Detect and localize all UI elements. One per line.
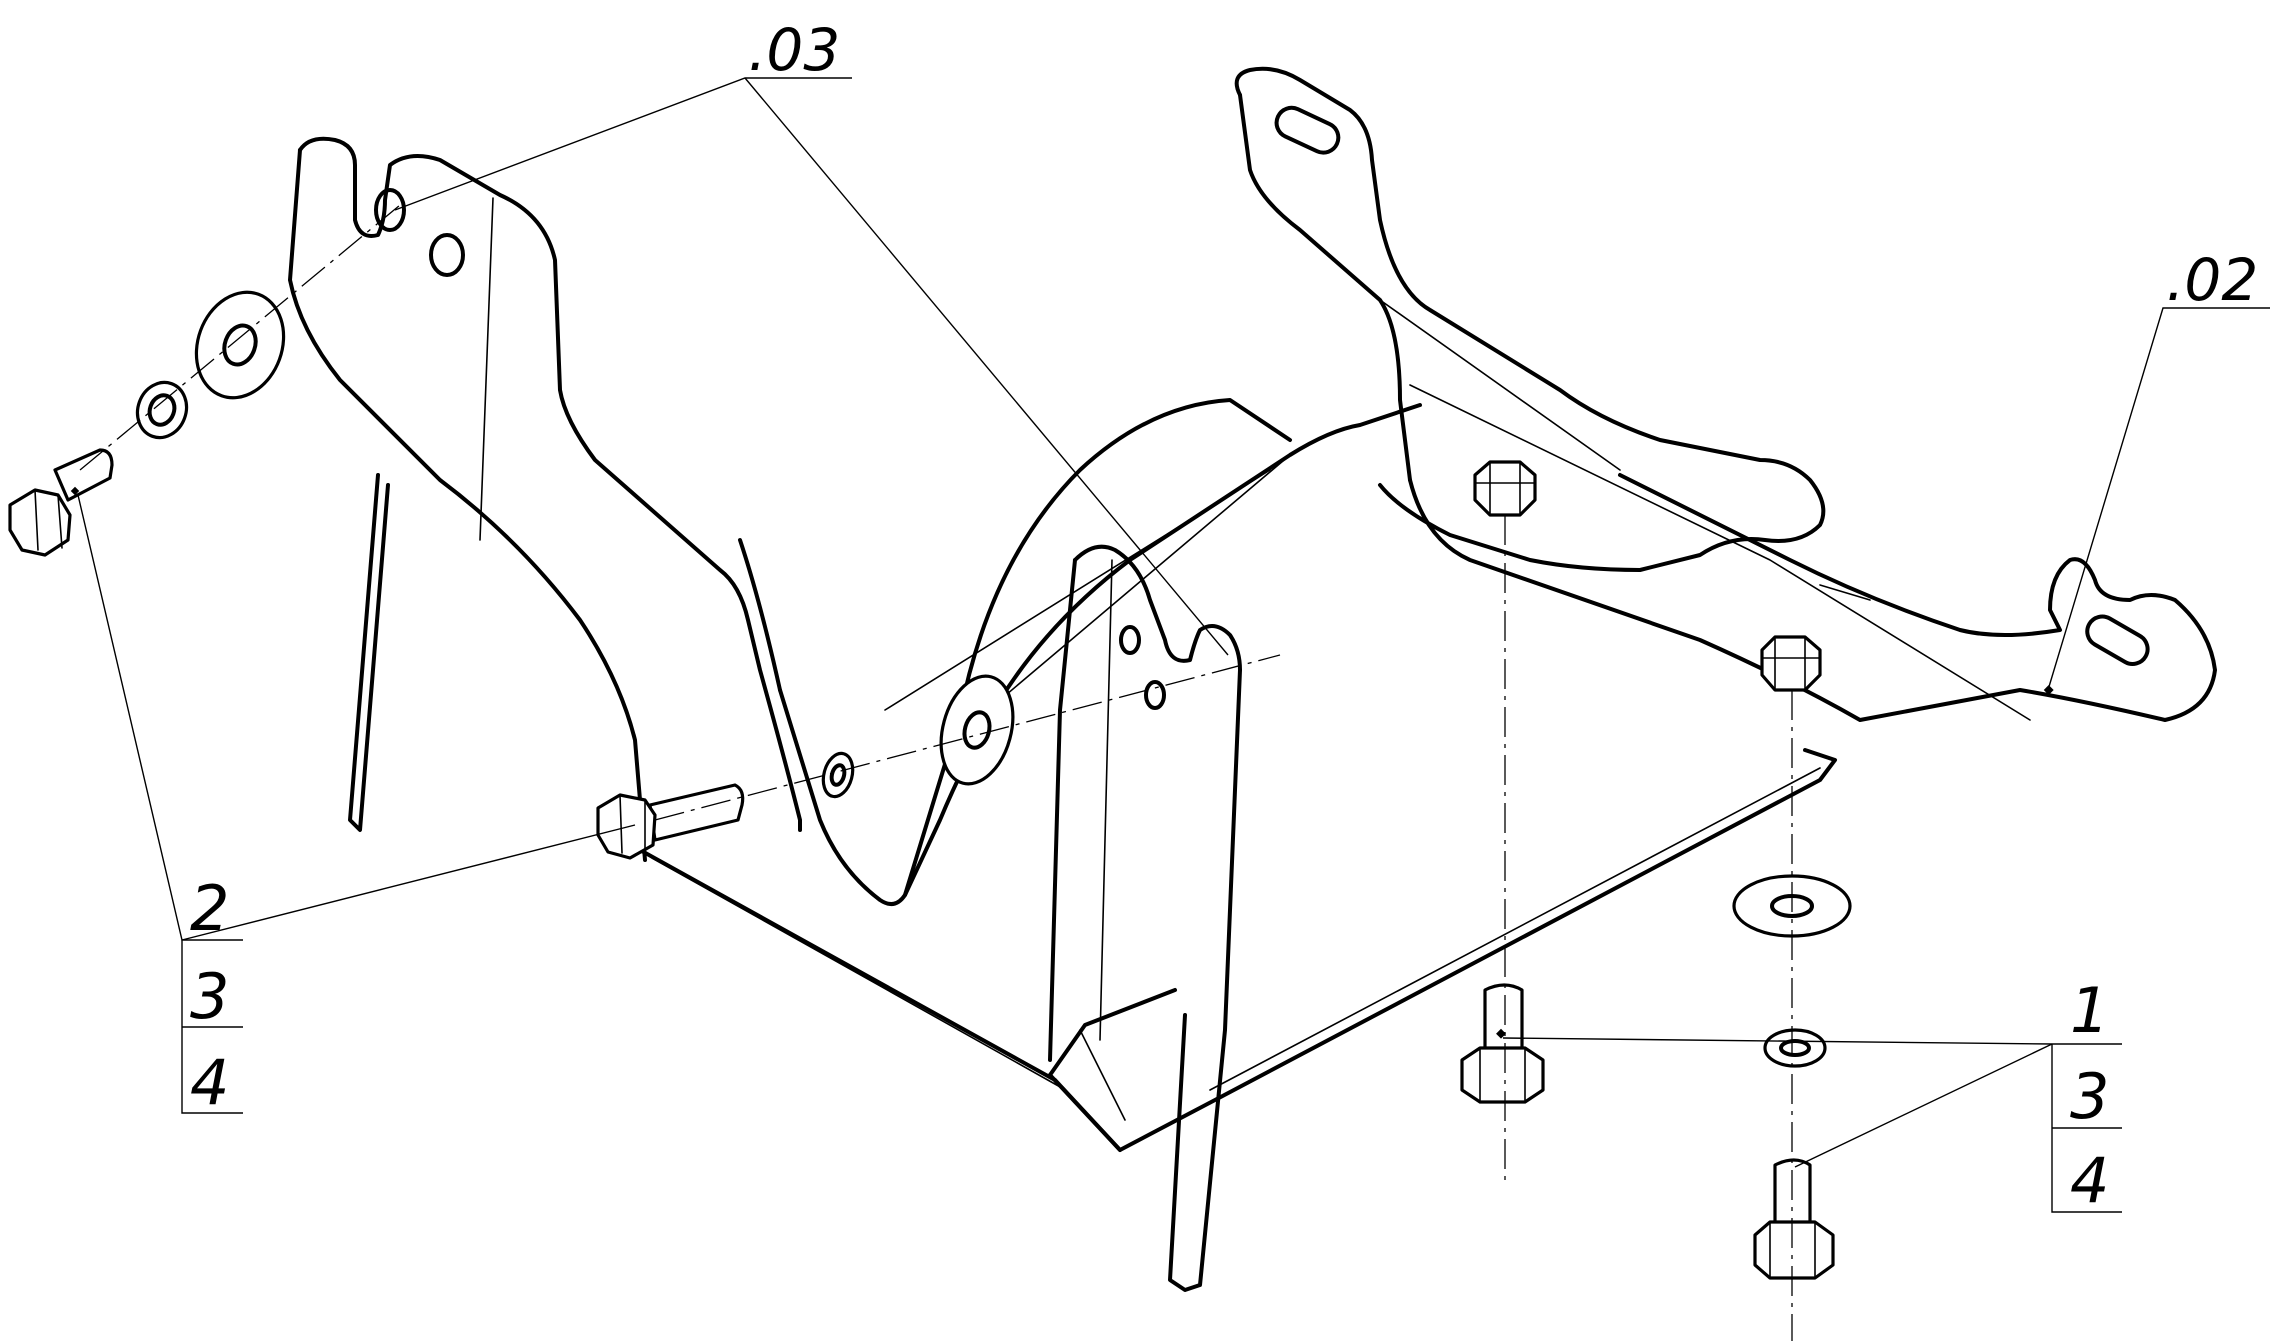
large-washer-left-upper <box>194 290 286 400</box>
callout-bracket-02: .02 <box>2166 246 2258 314</box>
center-bracket-plate <box>738 398 1422 906</box>
assembly-axes <box>79 204 1793 1341</box>
bolt-left-upper <box>8 448 114 557</box>
bolt-right-upper <box>1460 983 1545 1104</box>
bolt-right-lower <box>1753 1158 1835 1280</box>
callout-leaders <box>77 77 2270 1213</box>
callout-right-part-1: 1 <box>2070 974 2109 1047</box>
lock-washer-left-lower <box>821 751 855 799</box>
callout-bracket-03: .03 <box>748 16 840 84</box>
left-bracket <box>288 136 1242 1292</box>
hardware-left <box>8 290 1015 860</box>
bolt-left-lower <box>596 783 745 860</box>
lock-washer-left-upper <box>135 380 189 440</box>
callout-left-part-3: 3 <box>190 960 229 1033</box>
nut-right-upper <box>1473 460 1537 517</box>
callout-left-part-2: 2 <box>190 872 229 945</box>
callout-right-part-4: 4 <box>2070 1144 2109 1217</box>
callout-labels: .03 .02 2 3 4 1 3 4 <box>190 16 2258 1217</box>
nut-right-middle <box>1760 635 1822 692</box>
hardware-right <box>1460 460 1852 1280</box>
large-washer-left-lower <box>939 674 1015 786</box>
callout-left-part-4: 4 <box>190 1046 229 1119</box>
callout-right-part-3: 3 <box>2070 1060 2109 1133</box>
skid-plate <box>638 748 1837 1152</box>
lock-washer-right <box>1763 1028 1827 1068</box>
